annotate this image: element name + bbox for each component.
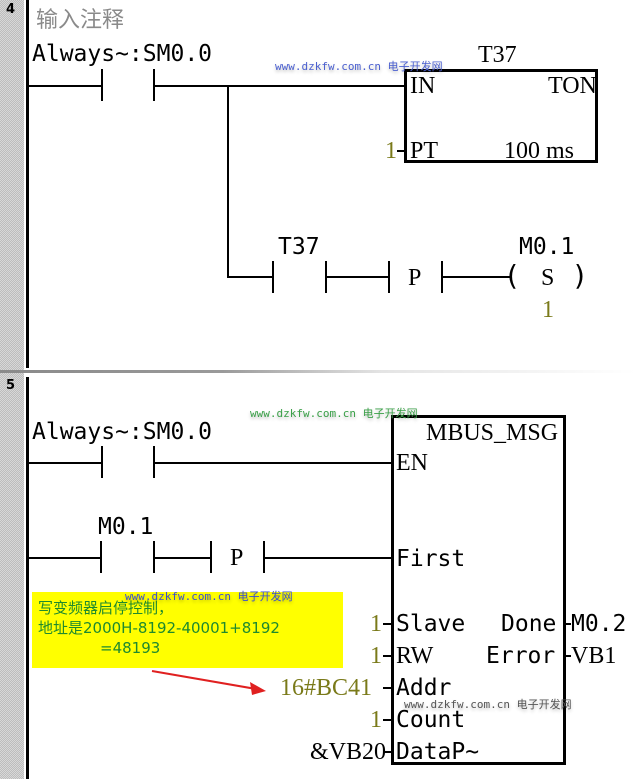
contact-always-on[interactable]: [101, 446, 103, 478]
contact-always-on[interactable]: [101, 69, 103, 101]
contact-t37[interactable]: [272, 261, 274, 293]
pin-first: First: [396, 546, 466, 572]
wire: [383, 623, 392, 625]
ton-pt-pin: PT: [410, 138, 439, 164]
annotation-line-2: 地址是2000H-8192-40001+8192: [38, 619, 280, 637]
wire: [28, 85, 102, 87]
wire: [153, 85, 406, 87]
power-rail-network-4: [26, 0, 29, 368]
wire: [153, 462, 393, 464]
block-name: MBUS_MSG: [426, 420, 559, 446]
wire: [383, 751, 392, 753]
pin-en: EN: [396, 450, 428, 476]
timer-name: T37: [478, 42, 517, 68]
rw-value[interactable]: 1: [370, 643, 382, 669]
pin-datap: DataP~: [396, 739, 480, 765]
contact-m0-1[interactable]: [100, 541, 102, 573]
wire: [28, 557, 102, 559]
set-coil-type: S: [541, 265, 555, 291]
pin-addr: Addr: [396, 675, 452, 701]
wire: [383, 719, 392, 721]
watermark: www.dzkfw.com.cn 电子开发网: [125, 590, 293, 603]
pin-done: Done: [501, 611, 557, 637]
count-value[interactable]: 1: [370, 707, 382, 733]
wire: [441, 276, 511, 278]
pin-rw: RW: [396, 643, 434, 669]
network-separator: [0, 370, 636, 373]
coil-right-paren[interactable]: ): [574, 259, 585, 292]
done-output[interactable]: M0.2: [571, 611, 627, 637]
annotation-line-1: 写变频器启停控制，: [38, 599, 174, 617]
wire: [263, 557, 393, 559]
positive-edge-label: P: [408, 265, 422, 291]
network-number-5: 5: [6, 378, 16, 393]
branch-wire: [227, 85, 229, 277]
contact-address-always: Always~:SM0.0: [32, 419, 213, 445]
power-rail-network-5: [26, 377, 29, 779]
annotation-note: 写变频器启停控制， 地址是2000H-8192-40001+8192 =4819…: [32, 592, 343, 668]
wire: [383, 655, 392, 657]
wire: [325, 276, 389, 278]
network-gutter: [0, 0, 24, 779]
wire: [383, 687, 392, 689]
wire: [397, 150, 405, 152]
ton-pt-value[interactable]: 1: [385, 138, 397, 164]
addr-value[interactable]: 16#BC41: [280, 675, 373, 701]
red-arrow-icon: [151, 670, 266, 695]
edge-detector-left[interactable]: [210, 541, 212, 573]
coil-left-paren[interactable]: (: [507, 259, 518, 292]
mbus-msg-block[interactable]: [391, 415, 566, 765]
wire: [565, 623, 571, 625]
slave-value[interactable]: 1: [370, 611, 382, 637]
contact-address-m0-1: M0.1: [98, 514, 154, 540]
positive-edge-label: P: [230, 545, 244, 571]
datap-value[interactable]: &VB20: [310, 739, 387, 765]
contact-address-always: Always~:SM0.0: [32, 41, 213, 67]
network-comment[interactable]: 输入注释: [36, 8, 125, 33]
edge-detector-left[interactable]: [388, 261, 390, 293]
ton-in-pin: IN: [410, 73, 436, 99]
contact-address-t37: T37: [278, 234, 320, 260]
pin-error: Error: [486, 643, 556, 669]
error-output[interactable]: VB1: [571, 643, 617, 669]
ton-timer-block[interactable]: [404, 69, 598, 163]
wire: [28, 462, 102, 464]
coil-count[interactable]: 1: [542, 297, 554, 323]
pin-count: Count: [396, 707, 466, 733]
watermark: www.dzkfw.com.cn 电子开发网: [404, 698, 572, 711]
ton-type-label: TON: [548, 73, 597, 99]
network-number-4: 4: [6, 2, 16, 17]
pin-slave: Slave: [396, 611, 466, 637]
wire: [227, 276, 273, 278]
annotation-line-3: =48193: [100, 639, 161, 657]
wire: [153, 557, 211, 559]
ton-resolution: 100 ms: [504, 138, 575, 164]
wire: [565, 655, 571, 657]
coil-address: M0.1: [519, 234, 575, 260]
watermark: www.dzkfw.com.cn 电子开发网: [275, 60, 443, 73]
watermark: www.dzkfw.com.cn 电子开发网: [250, 407, 418, 420]
